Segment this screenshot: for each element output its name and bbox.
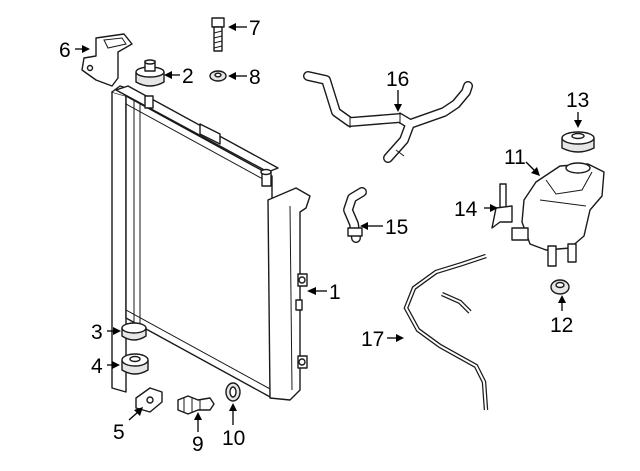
- washer-part[interactable]: [209, 70, 227, 82]
- bolt-part[interactable]: [211, 17, 225, 52]
- radiator-part[interactable]: [111, 85, 311, 401]
- callout-5: 5: [113, 421, 125, 444]
- callout-17: 17: [361, 328, 384, 351]
- callout-3: 3: [91, 321, 103, 344]
- upper-insulator-part[interactable]: [135, 59, 165, 87]
- callout-4: 4: [91, 355, 103, 378]
- callout-10: 10: [222, 427, 245, 450]
- callout-1: 1: [329, 281, 341, 304]
- clip-part[interactable]: [135, 387, 163, 413]
- callout-9: 9: [192, 433, 204, 456]
- callout-6: 6: [59, 39, 71, 62]
- overflow-hose-part[interactable]: [403, 253, 489, 411]
- upper-hose-part[interactable]: [303, 71, 473, 163]
- callout-12: 12: [550, 314, 573, 337]
- callout-15: 15: [385, 216, 408, 239]
- level-sensor-part[interactable]: [491, 183, 513, 229]
- callout-16: 16: [386, 68, 409, 91]
- reservoir-mount-part[interactable]: [550, 279, 570, 295]
- reservoir-cap-part[interactable]: [561, 131, 595, 153]
- callout-2: 2: [182, 65, 194, 88]
- drain-plug-part[interactable]: [177, 395, 215, 415]
- small-hose-part[interactable]: [343, 187, 367, 243]
- coolant-reservoir-part[interactable]: [511, 162, 605, 267]
- callout-13: 13: [566, 89, 589, 112]
- leader-lines: [75, 23, 582, 432]
- lower-bushing-part[interactable]: [121, 353, 149, 375]
- callout-labels: 1 2 3 4 5 6 7 8 9 10 11 12 13 14 15 16 1…: [59, 17, 589, 456]
- callout-8: 8: [249, 66, 261, 89]
- callout-14: 14: [454, 198, 478, 221]
- lower-insulator-part[interactable]: [121, 322, 147, 341]
- mount-bracket-part[interactable]: [81, 33, 133, 87]
- o-ring-part[interactable]: [225, 382, 241, 402]
- callout-11: 11: [504, 146, 526, 169]
- callout-7: 7: [249, 17, 261, 40]
